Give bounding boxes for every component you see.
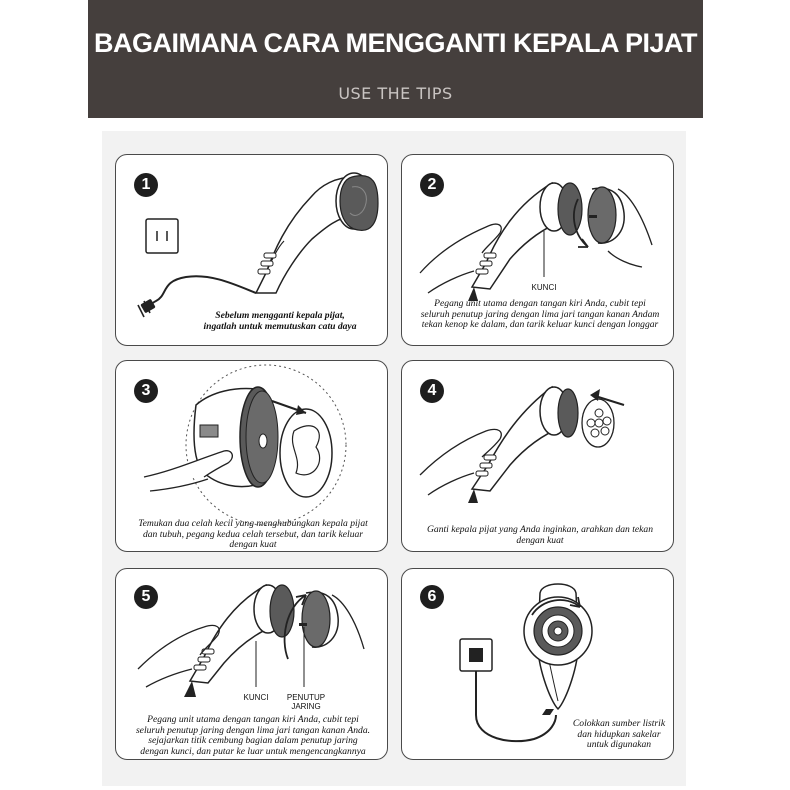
massage-head-icon (582, 399, 614, 447)
step-4-caption: Ganti kepala pijat yang Anda inginkan, a… (412, 525, 668, 546)
step-5-caption: Pegang unit utama dengan tangan kiri And… (124, 715, 382, 757)
massager-icon (468, 387, 578, 503)
step-card-6: 6 Colokkan sumber listrik dan hidupkan s… (401, 568, 674, 760)
massager-icon (256, 173, 378, 293)
step-3-caption: Temukan dua celah kecil yang menghubungk… (124, 519, 382, 551)
massager-icon (184, 585, 338, 697)
lock-label: KUNCI (526, 283, 562, 292)
page-title: BAGAIMANA CARA MENGGANTI KEPALA PIJAT (88, 28, 703, 59)
step-number-badge: 6 (420, 585, 444, 609)
massage-head-icon (280, 409, 332, 497)
lock-label: KUNCI (238, 693, 274, 702)
wall-socket-icon (146, 219, 178, 253)
power-cord (151, 276, 256, 307)
power-plug-icon (138, 299, 156, 317)
step-card-5: 5 KUNCI PENUTUP JARING Pegang unit utama… (115, 568, 388, 760)
step-2-caption: Pegang unit utama dengan tangan kiri And… (412, 299, 668, 331)
arrow-icon (272, 401, 306, 415)
step-6-caption: Colokkan sumber listrik dan hidupkan sak… (566, 719, 672, 751)
wall-socket-icon (460, 639, 492, 671)
step-card-1: 1 Sebelum mengganti kepala pijat, ingatl… (115, 154, 388, 346)
step-1-caption: Sebelum mengganti kepala pijat, ingatlah… (180, 311, 380, 332)
mesh-cover-label: PENUTUP JARING (284, 693, 328, 711)
page-subtitle: USE THE TIPS (88, 84, 703, 103)
massager-icon (524, 584, 592, 715)
step-card-2: 2 KUNCI Pegang unit utama dengan tangan … (401, 154, 674, 346)
step-number-badge: 3 (134, 379, 158, 403)
step-number-badge: 1 (134, 173, 158, 197)
step-number-badge: 5 (134, 585, 158, 609)
step-card-4: 4 Ganti kepala pijat yang Anda inginkan,… (401, 360, 674, 552)
step-number-badge: 4 (420, 379, 444, 403)
header-banner: BAGAIMANA CARA MENGGANTI KEPALA PIJAT US… (88, 0, 703, 118)
step-card-3: 3 Temukan dua celah kecil yang menghubun… (115, 360, 388, 552)
step-number-badge: 2 (420, 173, 444, 197)
